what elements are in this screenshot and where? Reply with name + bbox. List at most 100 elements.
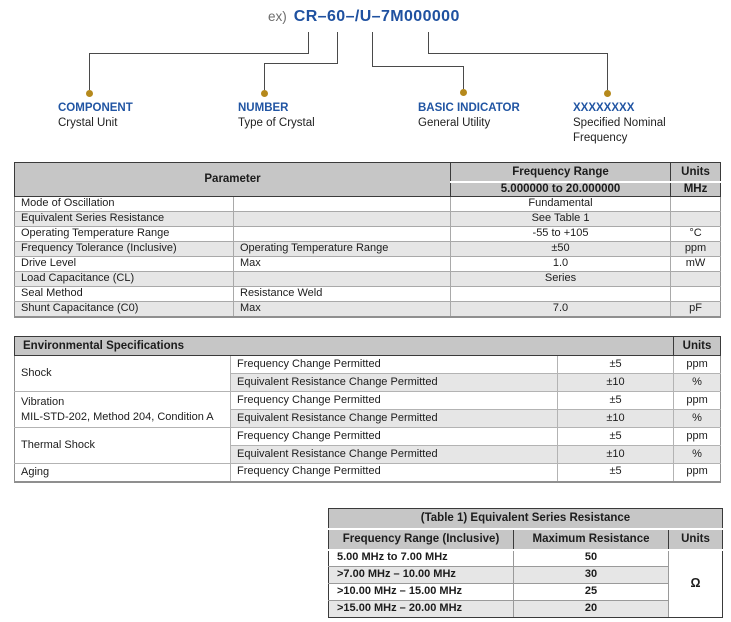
value-cell: ±5 [556, 355, 675, 374]
table-row: Aging Frequency Change Permitted ±5 ppm [14, 463, 722, 483]
max-resistance-header: Maximum Resistance [513, 528, 669, 551]
range-cell: >10.00 MHz – 15.00 MHz [328, 583, 514, 601]
connector-line [372, 32, 373, 66]
test-cell: Frequency Change Permitted [230, 391, 558, 410]
unit-cell: ppm [670, 241, 722, 257]
connector-dot [460, 89, 467, 96]
connector-line [264, 63, 265, 90]
units-value: MHz [670, 181, 722, 197]
value-cell: ±10 [556, 373, 675, 392]
unit-cell: ppm [673, 463, 722, 483]
table-row: Vibration MIL-STD-202, Method 204, Condi… [14, 391, 722, 428]
range-cell: 5.00 MHz to 7.00 MHz [328, 549, 514, 567]
condition-cell: Resistance Weld [232, 286, 452, 302]
value-cell: 1.0 [450, 256, 672, 272]
table-row: 5.00 MHz to 7.00 MHz 50 Ω [328, 549, 724, 618]
param-cell: Load Capacitance (CL) [14, 271, 234, 287]
table-row: Shock Frequency Change Permitted ±5 ppm [14, 355, 722, 392]
part-number-line: ex) CR–60–/U–7M000000 [268, 8, 460, 26]
esr-title-row: (Table 1) Equivalent Series Resistance [327, 508, 724, 530]
connector-line [89, 53, 90, 90]
parameter-table: Parameter Frequency Range Units 5.000000… [13, 162, 722, 318]
test-cell: Frequency Change Permitted [230, 355, 558, 374]
unit-cell: % [673, 373, 722, 392]
value-cell: ±5 [556, 427, 675, 446]
condition-cell [232, 211, 452, 227]
unit-cell: % [673, 445, 722, 464]
value-cell: ±50 [450, 241, 672, 257]
connector-dot [261, 90, 268, 97]
group-name-cell: Aging [14, 463, 231, 483]
connector-line [308, 32, 309, 53]
value-cell: -55 to +105 [450, 226, 672, 242]
connector-line [264, 63, 338, 64]
branch-description: General Utility [418, 117, 491, 129]
condition-cell [232, 271, 452, 287]
unit-cell: ppm [673, 355, 722, 374]
value-cell: Fundamental [450, 196, 672, 212]
param-cell: Frequency Tolerance (Inclusive) [14, 241, 234, 257]
branch-label: BASIC INDICATOR [418, 102, 520, 114]
branch-description: Specified Nominal Frequency [573, 117, 666, 144]
branch-number: NUMBER Type of Crystal [238, 101, 388, 131]
condition-cell [232, 196, 452, 212]
esr-table-title: (Table 1) Equivalent Series Resistance [327, 508, 724, 530]
connector-line [89, 53, 309, 54]
value-cell: ±5 [556, 463, 675, 483]
value-cell: 7.0 [450, 301, 672, 318]
ohm-unit-cell: Ω [667, 549, 724, 618]
range-cell: >15.00 MHz – 20.00 MHz [328, 600, 514, 618]
resistance-cell: 25 [513, 583, 669, 601]
table-row: >10.00 MHz – 15.00 MHz 25 [328, 583, 723, 601]
condition-cell: Max [232, 301, 452, 318]
connector-line [428, 32, 429, 53]
table-row: Frequency Tolerance (Inclusive) Operatin… [14, 241, 722, 257]
table-row: Drive Level Max 1.0 mW [14, 256, 722, 272]
group-name: Vibration [21, 395, 65, 408]
unit-cell [670, 271, 722, 287]
unit-cell [670, 286, 722, 302]
branch-label: XXXXXXXX [573, 102, 635, 114]
value-cell [450, 286, 672, 302]
group-name-cell: Shock [14, 355, 231, 392]
value-cell: See Table 1 [450, 211, 672, 227]
test-cell: Equivalent Resistance Change Permitted [230, 373, 558, 392]
environmental-title: Environmental Specifications [13, 336, 675, 356]
table-row: Load Capacitance (CL) Series [14, 271, 722, 287]
resistance-cell: 30 [513, 566, 669, 584]
table-row: >7.00 MHz – 10.00 MHz 30 [328, 566, 723, 584]
connector-dot [604, 90, 611, 97]
table-row: Seal Method Resistance Weld [14, 286, 722, 302]
param-cell: Mode of Oscillation [14, 196, 234, 212]
value-cell: Series [450, 271, 672, 287]
unit-cell: mW [670, 256, 722, 272]
environmental-table: Environmental Specifications Units Shock… [13, 336, 722, 483]
unit-cell: °C [670, 226, 722, 242]
unit-cell: ppm [673, 391, 722, 410]
connector-line [372, 66, 464, 67]
param-cell: Equivalent Series Resistance [14, 211, 234, 227]
table-row: Operating Temperature Range -55 to +105 … [14, 226, 722, 242]
param-cell: Seal Method [14, 286, 234, 302]
connector-line [337, 32, 338, 63]
table-row: Mode of Oscillation Fundamental [14, 196, 722, 212]
unit-cell: ppm [673, 427, 722, 446]
esr-header-row: Frequency Range (Inclusive) Maximum Resi… [328, 528, 724, 551]
parameter-header: Parameter [13, 162, 452, 197]
unit-cell: pF [670, 301, 722, 318]
branch-basic-indicator: BASIC INDICATOR General Utility [418, 101, 568, 131]
environmental-header-row: Environmental Specifications Units [13, 336, 722, 356]
param-cell: Shunt Capacitance (C0) [14, 301, 234, 318]
branch-label: COMPONENT [58, 102, 133, 114]
part-number: CR–60–/U–7M000000 [293, 8, 460, 25]
branch-frequency: XXXXXXXX Specified Nominal Frequency [573, 101, 681, 146]
unit-cell: % [673, 409, 722, 428]
unit-cell [670, 211, 722, 227]
test-cell: Frequency Change Permitted [230, 463, 558, 483]
esr-table: (Table 1) Equivalent Series Resistance F… [327, 508, 724, 618]
example-prefix: ex) [268, 9, 287, 24]
connector-line [463, 66, 464, 89]
table-row: >15.00 MHz – 20.00 MHz 20 [328, 600, 723, 618]
value-cell: ±10 [556, 409, 675, 428]
